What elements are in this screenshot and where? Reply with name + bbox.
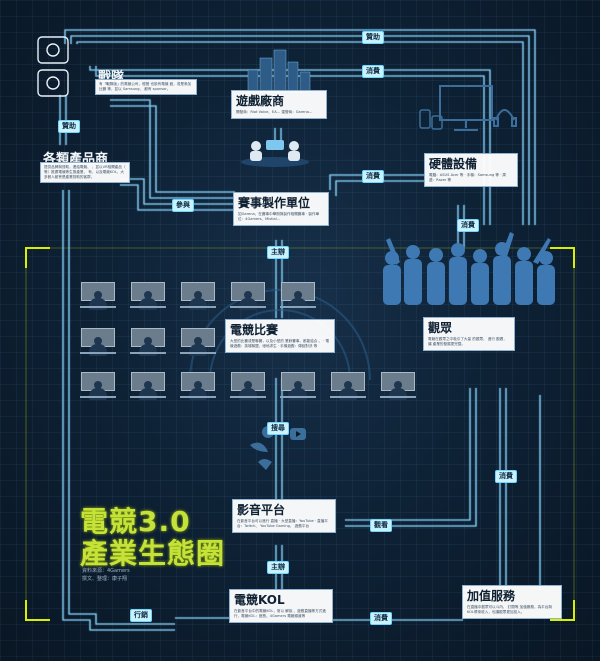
production-title: 賽事製作單位 bbox=[238, 196, 311, 210]
pc-station-icon bbox=[380, 372, 416, 402]
credit-author: 撰文、整理：康子翔 bbox=[82, 576, 128, 582]
video-card: 影音平台 在影音平台可以進行 直播 · 大型直播：YouTube · 直播平台：… bbox=[233, 500, 335, 532]
brands-card: 提供品牌與贊助，連結電競、 ，並以VR相關產品（ 等）推廣電競等生態產業， 有，… bbox=[41, 163, 129, 182]
tag-consume-mid: 消費 bbox=[362, 170, 384, 183]
pc-station-icon bbox=[180, 328, 216, 358]
kol-card: 電競KOL 在影音平台中的電競KOL，常以 解說 、遊戲直播等方式進行，電競KO… bbox=[230, 590, 332, 622]
pc-station-icon bbox=[80, 372, 116, 402]
tag-sponsor-left: 贊助 bbox=[58, 120, 80, 133]
crowd-icon bbox=[383, 232, 555, 305]
production-card: 賽事製作單位 如Garena，在賽事中舉辦與製作相關賽事 · 製作單位：4Gam… bbox=[234, 193, 328, 225]
headset-icon bbox=[493, 109, 517, 127]
video-title: 影音平台 bbox=[237, 503, 286, 517]
hardware-card: 硬體設備 電腦：ASUS Acer 等 · 手機：Samsung 等 · 周邊：… bbox=[425, 154, 517, 186]
tag-join: 參與 bbox=[172, 199, 194, 212]
production-body: 如Garena，在賽事中舉辦與製作相關賽事 · 製作單位：4Gamers、Mis… bbox=[238, 212, 320, 221]
pc-station-icon bbox=[130, 328, 166, 358]
esports-body: 大型的比賽或是聯賽，以及小型的 業餘賽事，都能結合 。 · 電競遊戲：英雄聯盟、… bbox=[230, 339, 330, 348]
tag-consume-bottom: 消費 bbox=[370, 612, 392, 625]
tag-watch: 觀看 bbox=[370, 519, 392, 532]
controller-icon bbox=[37, 36, 69, 97]
pc-station-icon bbox=[130, 372, 166, 402]
pc-station-icon bbox=[230, 282, 266, 312]
main-title-line-2: 產業生態圈 bbox=[80, 537, 226, 570]
teams-card: 有「戰隊版」的電競公司，經營 也設有電競 館，或是參加比賽 等，並以 Samsu… bbox=[96, 80, 196, 94]
kol-body: 在影音平台中的電競KOL，常以 解說 、遊戲直播等方式進行，電競KOL：館長、4… bbox=[234, 609, 326, 618]
meeting-icon bbox=[241, 140, 309, 167]
pc-station-icon bbox=[130, 282, 166, 312]
tablet-icon bbox=[431, 115, 443, 130]
services-card: 加值服務 在直播中觀眾可以斗內、 訂閱等 加值服務，為平台與KOL帶來收入，也讓… bbox=[463, 586, 561, 618]
kol-title: 電競KOL bbox=[234, 593, 285, 607]
credit-source: 資料來源：4Gamers bbox=[82, 568, 130, 574]
video-body: 在影音平台可以進行 直播 · 大型直播：YouTube · 直播平台：Twitc… bbox=[237, 519, 328, 528]
esports-card: 電競比賽 大型的比賽或是聯賽，以及小型的 業餘賽事，都能結合 。 · 電競遊戲：… bbox=[226, 320, 334, 352]
audience-body: 電競在觀眾之中吸引了大量 的觀眾， 進行 觀看，讓 產業的發展更完整。 bbox=[428, 337, 507, 346]
audience-title: 觀眾 bbox=[428, 321, 453, 335]
pc-station-icon bbox=[180, 372, 216, 402]
services-body: 在直播中觀眾可以斗內、 訂閱等 加值服務，為平台與KOL帶來收入，也讓觀眾更加投… bbox=[467, 605, 552, 614]
tag-market: 行銷 bbox=[130, 609, 152, 622]
esports-title: 電競比賽 bbox=[230, 323, 279, 337]
publisher-title: 遊戲廠商 bbox=[236, 94, 285, 108]
pc-station-icon bbox=[80, 328, 116, 358]
tag-sponsor-top: 贊助 bbox=[362, 31, 384, 44]
pc-station-icon bbox=[230, 372, 266, 402]
hardware-body: 電腦：ASUS Acer 等 · 手機：Samsung 等 · 周邊：Razer… bbox=[429, 173, 507, 182]
publisher-body: 開發商：Riot Valve、EA… 運營商：Garena… bbox=[236, 110, 313, 114]
pc-station-icon bbox=[180, 282, 216, 312]
hardware-title: 硬體設備 bbox=[429, 157, 478, 171]
phone-icon bbox=[419, 109, 431, 129]
tag-search: 搜尋 bbox=[267, 422, 289, 435]
teams-body: 有「戰隊版」的電競公司，經營 也設有電競 館，或是參加比賽 等，並以 Samsu… bbox=[99, 82, 192, 91]
tag-consume-right-2: 消費 bbox=[495, 470, 517, 483]
server-city-icon bbox=[247, 49, 311, 93]
brands-body: 提供品牌與贊助，連結電競、 ，並以VR相關產品（ 等）推廣電競等生態產業， 有，… bbox=[44, 165, 126, 179]
tag-host-1: 主辦 bbox=[267, 246, 289, 259]
audience-card: 觀眾 電競在觀眾之中吸引了大量 的觀眾， 進行 觀看，讓 產業的發展更完整。 bbox=[424, 318, 514, 350]
tag-consume-top: 消費 bbox=[362, 65, 384, 78]
main-title-line-1: 電競3.0 bbox=[80, 505, 191, 538]
tag-host-2: 主辦 bbox=[267, 561, 289, 574]
tag-consume-right: 消費 bbox=[457, 219, 479, 232]
pc-station-icon bbox=[80, 282, 116, 312]
monitor-icon bbox=[439, 85, 493, 131]
pc-station-icon bbox=[280, 282, 316, 312]
pc-station-icon bbox=[330, 372, 366, 402]
services-title: 加值服務 bbox=[467, 589, 516, 603]
pc-station-icon bbox=[280, 372, 316, 402]
arena-frame bbox=[25, 247, 575, 621]
publisher-card: 遊戲廠商 開發商：Riot Valve、EA… 運營商：Garena… bbox=[232, 91, 326, 118]
